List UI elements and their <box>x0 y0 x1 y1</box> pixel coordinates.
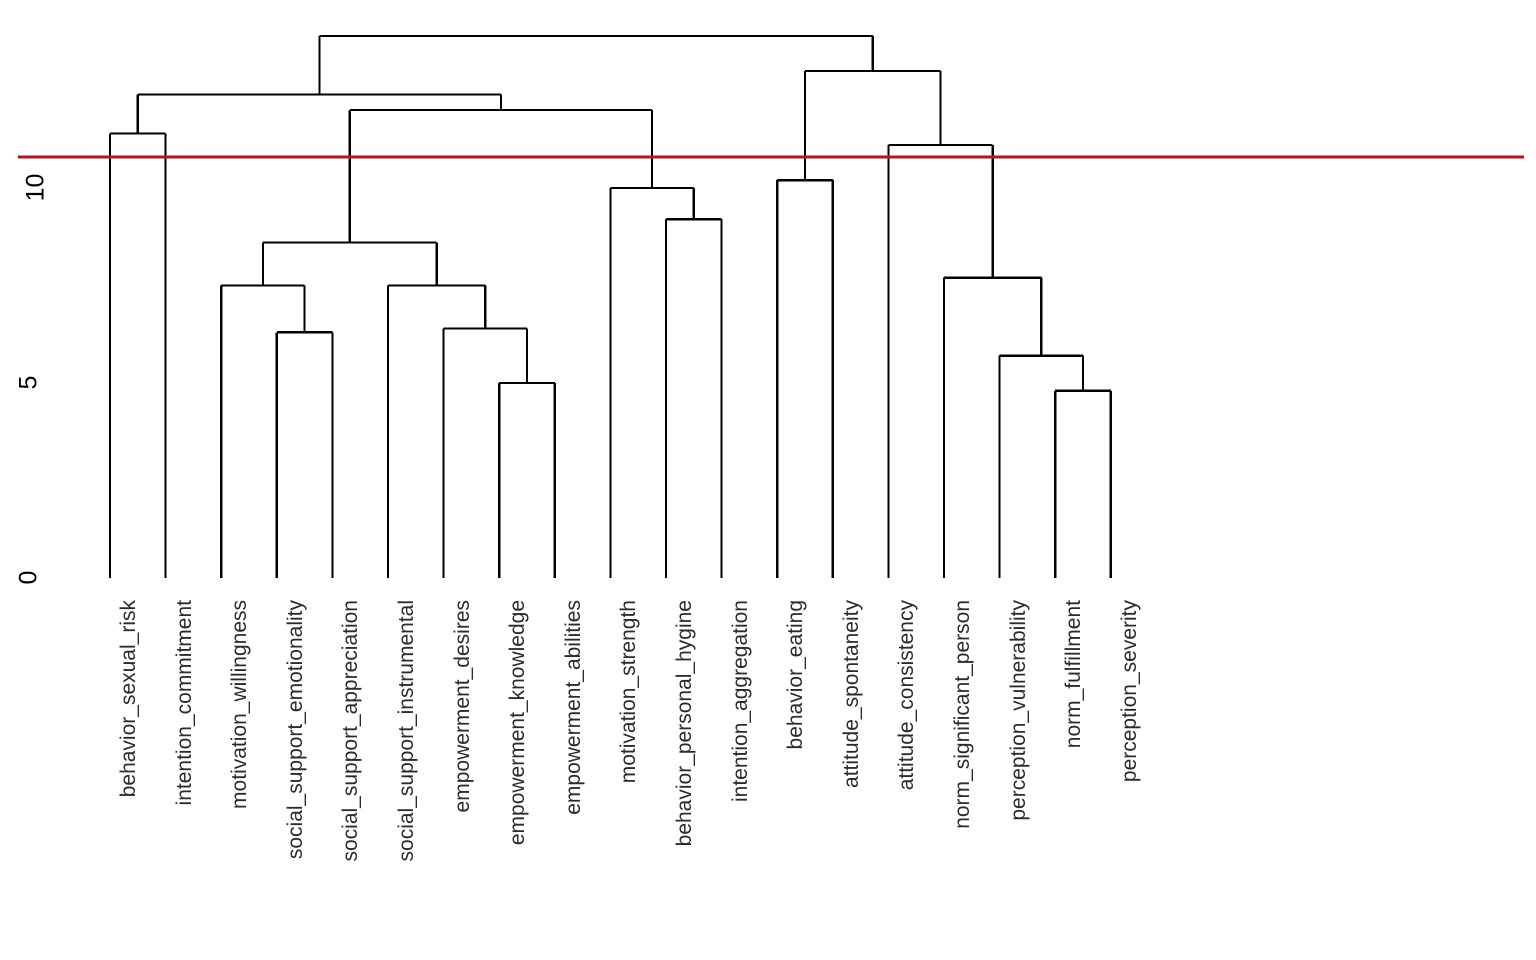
leaf-label: norm_fulfillment <box>1062 600 1086 749</box>
leaf-label: behavior_sexual_risk <box>117 600 140 798</box>
leaf-label: empowerment_desires <box>450 600 474 813</box>
leaf-label: perception_severity <box>1117 600 1141 783</box>
leaf-label: motivation_strength <box>617 600 641 784</box>
leaf-label: social_support_emotionality <box>283 600 307 860</box>
y-axis-tick-10: 10 <box>21 173 50 202</box>
leaf-label: behavior_personal_hygine <box>673 600 696 847</box>
leaf-label: empowerment_abilities <box>561 600 585 815</box>
leaf-label: attitude_consistency <box>895 600 919 791</box>
y-axis-tick-5: 5 <box>14 375 43 390</box>
leaf-label: perception_vulnerability <box>1006 600 1030 821</box>
leaf-label: attitude_spontaneity <box>839 600 863 788</box>
dendrogram-links <box>108 34 1112 578</box>
leaf-label: empowerment_knowledge <box>506 600 530 846</box>
leaf-label: intention_aggregation <box>728 600 752 803</box>
leaf-label: social_support_instrumental <box>395 600 418 862</box>
leaf-label: norm_significant_person <box>951 600 974 829</box>
leaf-label: intention_commitment <box>172 600 196 806</box>
leaf-label: social_support_appreciation <box>339 600 363 862</box>
y-axis-tick-0: 0 <box>14 570 43 585</box>
leaf-label: behavior_eating <box>784 600 808 750</box>
leaf-label: motivation_willingness <box>228 600 252 809</box>
